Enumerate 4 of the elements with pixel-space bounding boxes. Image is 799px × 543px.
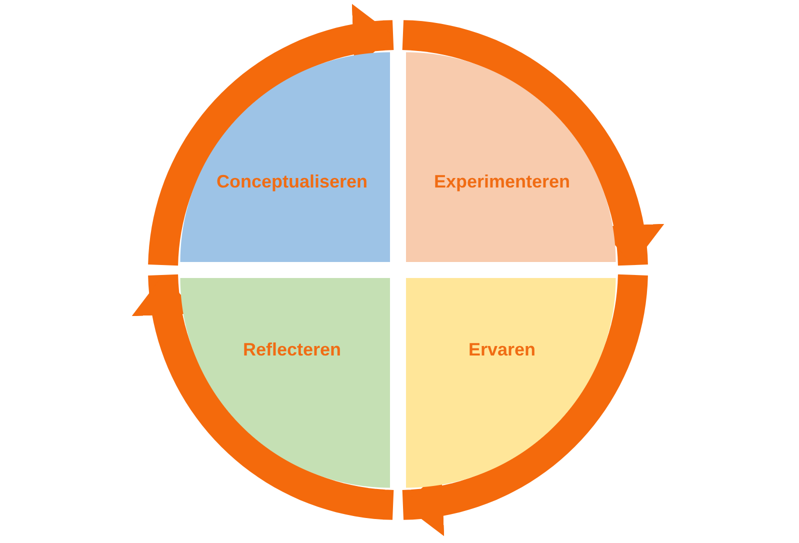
quadrant-label: Reflecteren [242, 340, 342, 360]
quadrant-label: Conceptualiseren [216, 172, 368, 192]
quadrant-label: Ervaren [468, 340, 536, 360]
quadrant-label: Experimenteren [434, 172, 570, 192]
